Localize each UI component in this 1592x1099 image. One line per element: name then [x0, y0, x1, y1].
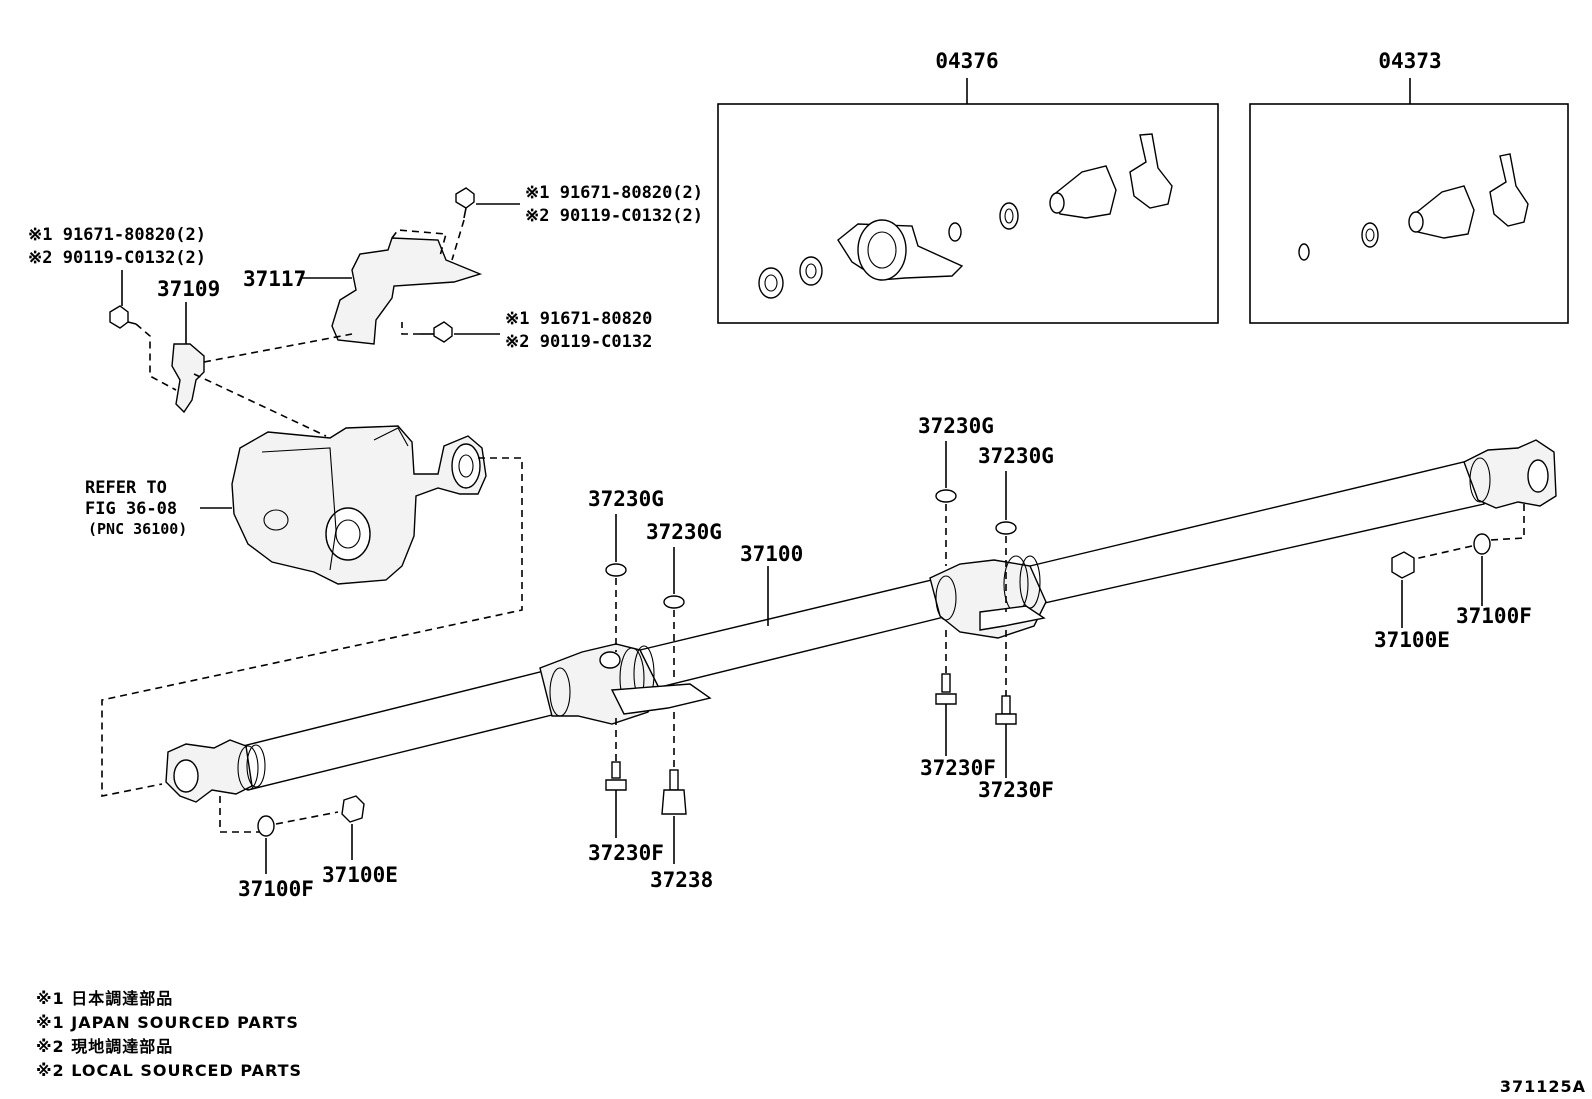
front-fasteners: 37100F 37100E	[1374, 504, 1532, 652]
kit-04376: 04376	[717, 49, 1219, 324]
figure-id: 371125A	[1500, 1077, 1586, 1096]
label-37100e-rear: 37100E	[322, 863, 398, 887]
label-37230f-3: 37230F	[978, 778, 1054, 802]
refer-label-3: (PNC 36100)	[88, 520, 187, 538]
heat-insulator-37117: 37117	[243, 229, 483, 345]
bolt-left-label-1: ※1 91671-80820(2)	[28, 225, 206, 245]
label-37100f-rear: 37100F	[238, 877, 314, 901]
bolt-top-label-1: ※1 91671-80820(2)	[525, 183, 703, 203]
differential-assembly: REFER TO FIG 36-08 (PNC 36100)	[85, 425, 523, 797]
label-37238: 37238	[650, 868, 713, 892]
bolt-mid: ※1 91671-80820 ※2 90119-C0132	[401, 309, 652, 352]
bolt-mid-label-1: ※1 91671-80820	[505, 309, 652, 329]
bolt-left-label-2: ※2 90119-C0132(2)	[28, 248, 206, 268]
label-37117: 37117	[243, 267, 306, 291]
rear-fasteners: 37100F 37100E	[219, 795, 398, 901]
note-4: ※2 LOCAL SOURCED PARTS	[36, 1061, 302, 1080]
kit-04373-box	[1249, 103, 1569, 324]
label-37100e-front: 37100E	[1374, 628, 1450, 652]
kit-04376-label: 04376	[935, 49, 998, 73]
bolt-mid-label-2: ※2 90119-C0132	[505, 332, 652, 352]
kit-04373: 04373	[1249, 49, 1569, 324]
label-37230g-2: 37230G	[646, 520, 722, 544]
note-2: ※1 JAPAN SOURCED PARTS	[36, 1013, 299, 1032]
kit-04376-box	[717, 103, 1219, 324]
note-1: ※1 日本調達部品	[36, 989, 173, 1008]
sourcing-notes: ※1 日本調達部品 ※1 JAPAN SOURCED PARTS ※2 現地調達…	[36, 989, 302, 1080]
washers-37230g: 37230G 37230G 37230G 37230G	[588, 414, 1054, 680]
kit-04373-label: 04373	[1378, 49, 1441, 73]
bolts-37230f: 37230F 37238 37230F 37230F	[588, 630, 1054, 892]
kit-04373-parts	[1298, 153, 1529, 261]
label-37230g-3: 37230G	[918, 414, 994, 438]
label-37100: 37100	[740, 542, 803, 566]
bolt-top: ※1 91671-80820(2) ※2 90119-C0132(2)	[451, 183, 703, 261]
kit-04376-parts	[758, 133, 1173, 299]
label-37230f-2: 37230F	[920, 756, 996, 780]
bolt-top-label-2: ※2 90119-C0132(2)	[525, 206, 703, 226]
label-37109: 37109	[157, 277, 220, 301]
refer-label-1: REFER TO	[85, 478, 167, 498]
note-3: ※2 現地調達部品	[36, 1037, 173, 1056]
label-37230g-1: 37230G	[588, 487, 664, 511]
label-37230g-4: 37230G	[978, 444, 1054, 468]
refer-label-2: FIG 36-08	[85, 499, 177, 519]
propeller-shaft-37100: 37100	[165, 439, 1557, 803]
label-37100f-front: 37100F	[1456, 604, 1532, 628]
label-37230f-1: 37230F	[588, 841, 664, 865]
bracket-37109: 37109	[135, 277, 353, 437]
bolt-left: ※1 91671-80820(2) ※2 90119-C0132(2)	[28, 225, 206, 329]
